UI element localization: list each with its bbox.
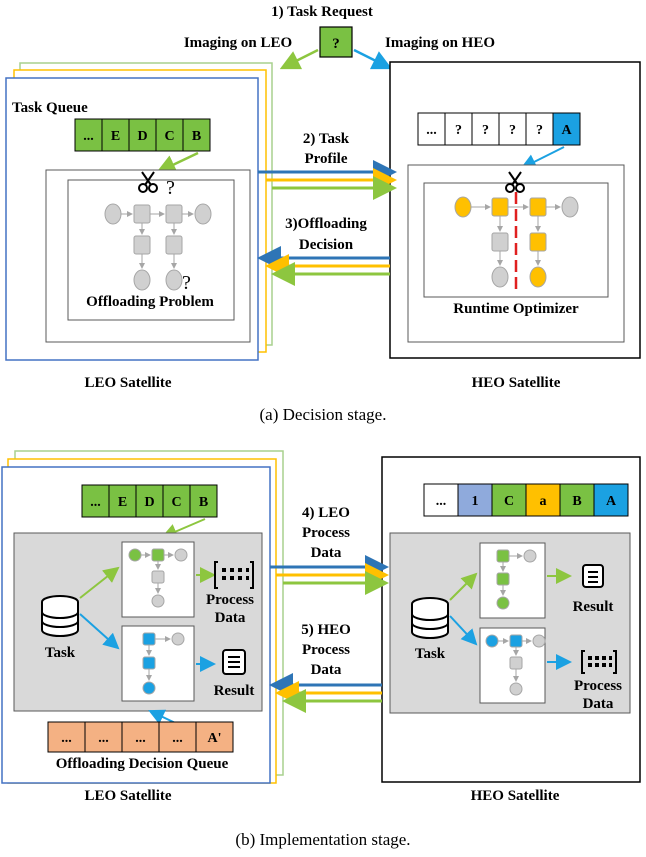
- queue-cell: E: [118, 495, 127, 510]
- offloading-problem-label: Offloading Problem: [86, 294, 214, 310]
- queue-cell: D: [144, 495, 154, 510]
- queue-cell: B: [572, 494, 581, 509]
- task-queue-label: Task Queue: [12, 100, 88, 116]
- queue-cell: ...: [61, 731, 72, 746]
- question-mark-bottom: ?: [182, 272, 191, 294]
- result-label: Result: [214, 683, 255, 699]
- heo-blue-subgraph: [485, 634, 546, 696]
- offload-queue-label: Offloading Decision Queue: [56, 756, 229, 772]
- task-request-label: 1) Task Request: [271, 4, 373, 20]
- imaging-heo-label: Imaging on HEO: [385, 35, 495, 51]
- database-icon: [41, 595, 79, 637]
- queue-cell: C: [171, 495, 181, 510]
- process-data-line2: Data: [215, 610, 246, 626]
- heo-satellite-label: HEO Satellite: [471, 788, 560, 804]
- scissors-icon: [138, 171, 158, 193]
- question-mark-top: ?: [166, 177, 175, 199]
- leo-task-graph: [104, 203, 212, 291]
- offloading-problem-inner: [67, 179, 235, 321]
- process-data-line1: Process: [574, 678, 622, 694]
- heo-task-graph: [454, 196, 579, 288]
- heo-task-queue: ... ? ? ? ? A: [417, 112, 581, 146]
- queue-cell: ...: [135, 731, 146, 746]
- queue-to-problem-arrow: [155, 151, 199, 174]
- arrow-to-leo: [279, 48, 319, 70]
- task-request-glyph: ?: [332, 36, 340, 52]
- queue-cell: A': [208, 731, 222, 746]
- task-request-box: [319, 26, 353, 58]
- leo-green-subgraph: [128, 548, 188, 608]
- queue-cell: ?: [455, 123, 462, 138]
- offload-decision-queue: ... ... ... ... A': [47, 721, 234, 753]
- queue-cell: ...: [90, 495, 101, 510]
- task-to-green-graph-arrow: [79, 566, 120, 599]
- queue-cell: ...: [83, 129, 94, 144]
- leo-process-line3: Data: [311, 545, 342, 561]
- queue-cell: ?: [509, 123, 516, 138]
- queue-cell: 1: [472, 494, 479, 509]
- imaging-leo-label: Imaging on LEO: [184, 35, 292, 51]
- queue-cell: C: [504, 494, 514, 509]
- queue-cell: ?: [482, 123, 489, 138]
- heo-task-queue: ... 1 C a B A: [423, 483, 629, 517]
- leo-satellite-label: LEO Satellite: [84, 788, 171, 804]
- heo-satellite-label: HEO Satellite: [472, 375, 561, 391]
- process-data-line1: Process: [206, 592, 254, 608]
- document-icon: [222, 649, 246, 675]
- heo-process-line1: 5) HEO: [301, 622, 351, 638]
- result-label: Result: [573, 599, 614, 615]
- grid-data-icon: [214, 561, 254, 589]
- caption-decision: (a) Decision stage.: [260, 405, 387, 424]
- decision-stage: 1) Task Request Imaging on LEO Imaging o…: [5, 4, 641, 424]
- leo-task-queue: ... E D C B: [74, 118, 211, 152]
- queue-cell: B: [199, 495, 208, 510]
- scissors-icon: [505, 171, 525, 193]
- task-profile-line1: 2) Task: [303, 131, 350, 147]
- leo-process-line1: 4) LEO: [302, 505, 350, 521]
- leo-process-line2: Process: [302, 525, 350, 541]
- queue-cell: ...: [98, 731, 109, 746]
- queue-cell: D: [137, 129, 147, 144]
- database-icon: [411, 597, 449, 639]
- task-label: Task: [45, 645, 76, 661]
- implementation-stage: ... E D C B Task: [1, 450, 641, 849]
- queue-cell: C: [164, 129, 174, 144]
- queue-cell: ?: [536, 123, 543, 138]
- task-to-green-graph-arrow: [449, 572, 478, 601]
- offload-decision-line2: Decision: [299, 237, 354, 253]
- queue-cell: a: [540, 494, 547, 509]
- queue-cell: B: [192, 129, 201, 144]
- leo-blue-subgraph: [142, 632, 185, 695]
- queue-cell: E: [111, 129, 120, 144]
- queue-cell: A: [561, 123, 572, 138]
- document-icon: [582, 564, 604, 588]
- queue-cell: ...: [172, 731, 183, 746]
- caption-implementation: (b) Implementation stage.: [235, 830, 410, 849]
- leo-satellite-label: LEO Satellite: [84, 375, 171, 391]
- task-profile-line2: Profile: [304, 151, 347, 167]
- grid-data-icon: [581, 650, 617, 674]
- task-to-blue-graph-arrow: [79, 613, 120, 650]
- heo-process-line3: Data: [311, 662, 342, 678]
- process-data-line2: Data: [583, 696, 614, 712]
- arrow-to-heo: [353, 48, 393, 70]
- queue-cell: A: [606, 494, 617, 509]
- queue-cell: ...: [436, 494, 447, 509]
- queue-cell: ...: [426, 123, 437, 138]
- heo-process-line2: Process: [302, 642, 350, 658]
- heo-green-subgraph: [496, 549, 537, 610]
- runtime-optimizer-label: Runtime Optimizer: [453, 301, 579, 317]
- task-to-blue-graph-arrow: [449, 615, 478, 646]
- task-label: Task: [415, 646, 446, 662]
- leo-task-queue: ... E D C B: [81, 484, 218, 518]
- offload-decision-line1: 3)Offloading: [285, 216, 367, 232]
